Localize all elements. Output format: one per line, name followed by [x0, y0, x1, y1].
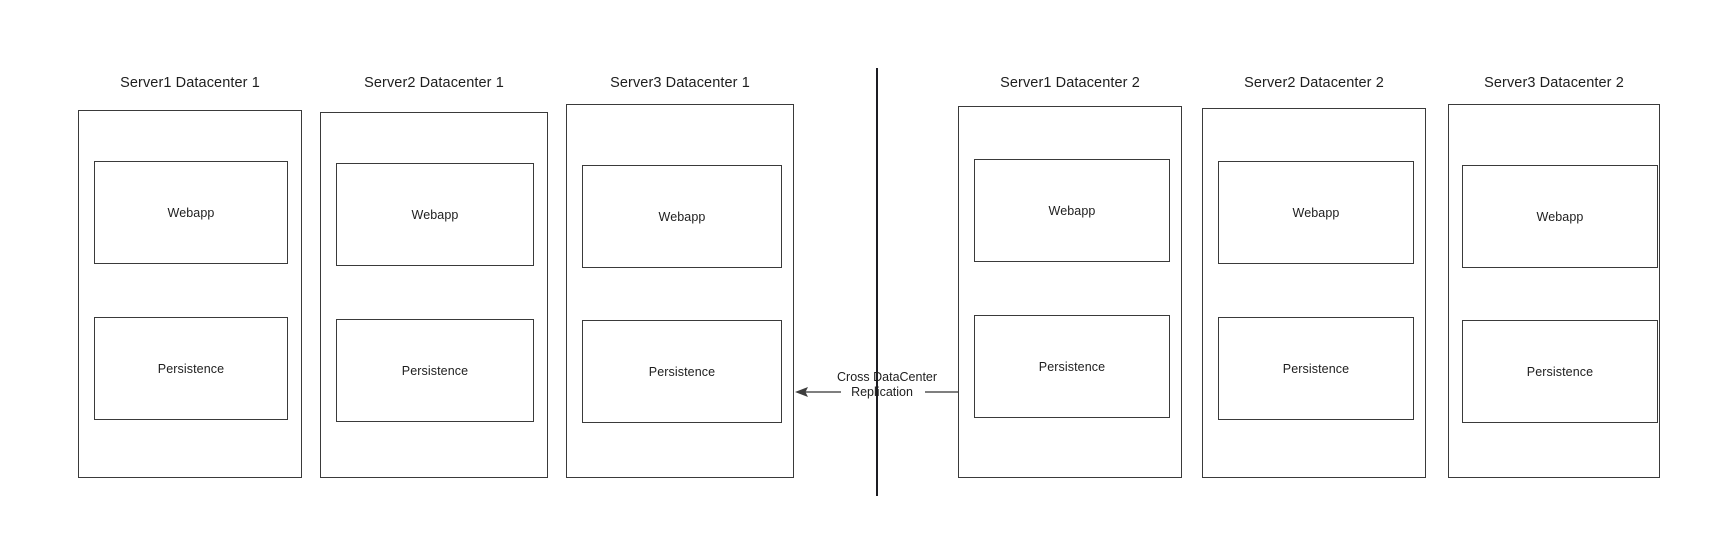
component-persistence: Persistence	[336, 319, 534, 422]
component-label: Webapp	[1048, 203, 1096, 218]
component-persistence: Persistence	[582, 320, 782, 423]
component-webapp: Webapp	[582, 165, 782, 268]
cross-datacenter-replication-connector: Cross DataCenter Replication	[795, 362, 973, 412]
component-persistence: Persistence	[1462, 320, 1658, 423]
server-title: Server3 Datacenter 2	[1484, 75, 1624, 91]
component-label: Webapp	[411, 207, 459, 222]
component-label: Webapp	[167, 205, 215, 220]
component-webapp: Webapp	[1218, 161, 1414, 264]
server-boundary: Webapp Persistence	[78, 110, 302, 478]
replication-label-line1: Cross DataCenter	[837, 370, 938, 384]
server-title: Server1 Datacenter 2	[1000, 75, 1140, 91]
component-label: Webapp	[658, 209, 706, 224]
server-title: Server3 Datacenter 1	[610, 75, 750, 91]
component-label: Persistence	[401, 363, 469, 378]
component-label: Persistence	[1526, 364, 1594, 379]
server-boundary: Webapp Persistence	[566, 104, 794, 478]
component-webapp: Webapp	[336, 163, 534, 266]
server-boundary: Webapp Persistence	[320, 112, 548, 478]
component-persistence: Persistence	[974, 315, 1170, 418]
component-label: Persistence	[1038, 359, 1106, 374]
component-webapp: Webapp	[1462, 165, 1658, 268]
server-boundary: Webapp Persistence	[1448, 104, 1660, 478]
component-persistence: Persistence	[94, 317, 288, 420]
component-label: Webapp	[1292, 205, 1340, 220]
component-persistence: Persistence	[1218, 317, 1414, 420]
server-title: Server2 Datacenter 2	[1244, 75, 1384, 91]
replication-arrow-left-icon	[795, 387, 841, 397]
datacenter-divider-line	[876, 68, 879, 496]
component-label: Persistence	[1282, 361, 1350, 376]
component-label: Webapp	[1536, 209, 1584, 224]
replication-label-line2: Replication	[851, 385, 913, 399]
server-title: Server1 Datacenter 1	[120, 75, 260, 91]
server-title: Server2 Datacenter 1	[364, 75, 504, 91]
component-label: Persistence	[157, 361, 225, 376]
component-webapp: Webapp	[94, 161, 288, 264]
server-boundary: Webapp Persistence	[1202, 108, 1426, 478]
component-label: Persistence	[648, 364, 716, 379]
server-boundary: Webapp Persistence	[958, 106, 1182, 478]
component-webapp: Webapp	[974, 159, 1170, 262]
replication-label: Cross DataCenter Replication	[837, 370, 938, 400]
